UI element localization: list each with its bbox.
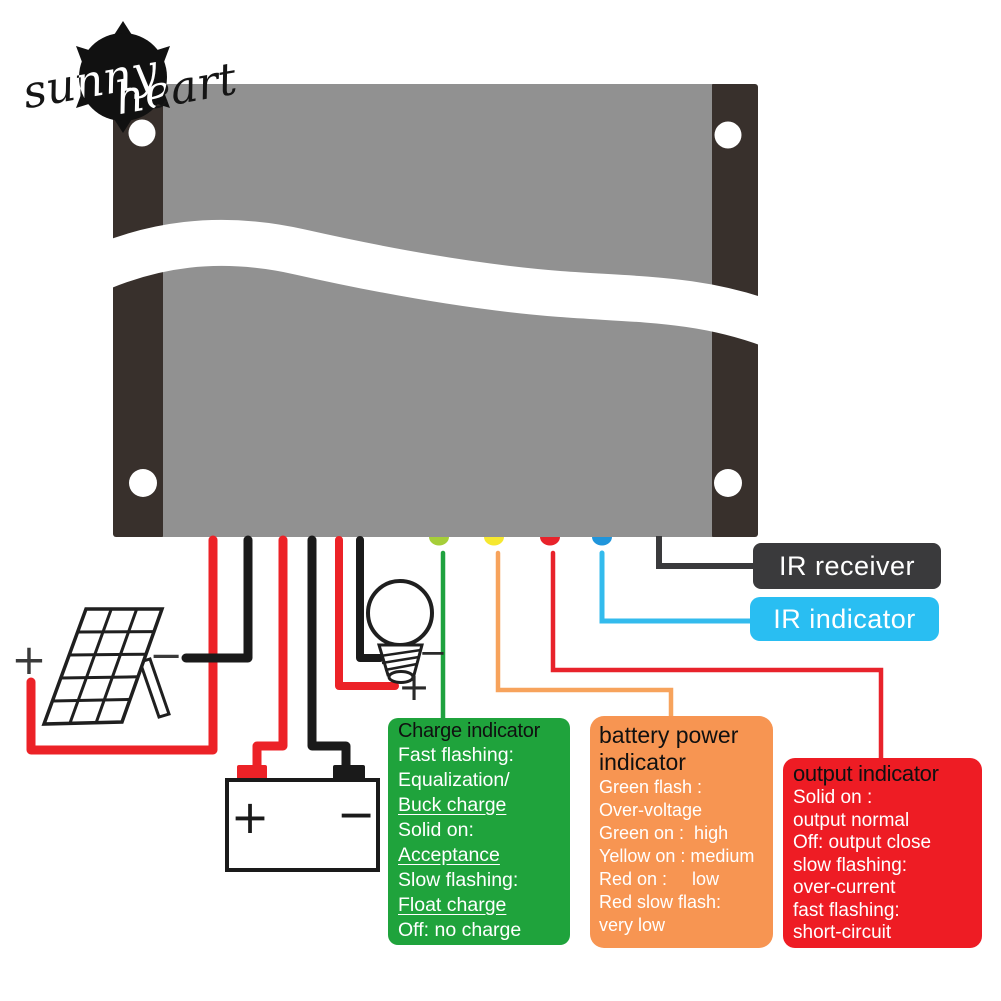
bulb-screw-ridges [379, 648, 422, 672]
wire-battery-negative [307, 535, 351, 773]
led-green [429, 537, 449, 546]
controller-device [59, 84, 795, 537]
output-line: over-current [793, 877, 896, 898]
solar-plus-sign: + [11, 635, 46, 684]
ir-receiver-label: IR receiver [778, 550, 916, 581]
wiring [26, 535, 399, 773]
output-line: Solid on : [793, 787, 873, 808]
battery-power-line: Over-voltage [599, 800, 703, 820]
battery-power-line: Red slow flash: [599, 892, 722, 912]
device-wave-stripe [59, 219, 795, 348]
ir-indicator-label: IR indicator [773, 603, 916, 634]
battery-power-title: battery power indicator [599, 722, 739, 775]
charge-line: Equalization/ [398, 769, 510, 791]
battery-power-line: Green on : high [599, 823, 729, 843]
led-row [429, 537, 612, 546]
charge-indicator-box: Charge indicator Fast flashing: Equaliza… [388, 718, 570, 945]
mounting-hole-bottom-left [129, 469, 157, 497]
mounting-hole-bottom-right [714, 469, 742, 497]
output-indicator-title: output indicator [793, 761, 939, 786]
controller-left-flange [113, 84, 165, 537]
line-output-indicator [550, 550, 884, 763]
mounting-hole-top-left [128, 119, 156, 147]
solar-panel-stand [138, 657, 171, 719]
bulb-plus-sign: + [398, 665, 430, 709]
charge-indicator-title: Charge indicator [398, 720, 540, 742]
mounting-hole-top-right [714, 121, 742, 149]
battery-power-line: Green flash : [599, 777, 703, 797]
solar-panel-grid [52, 608, 155, 724]
led-blue [592, 537, 612, 546]
battery-plus-sign: + [231, 790, 270, 844]
battery-power-line: Yellow on : medium [599, 846, 755, 866]
charge-line: Slow flashing: [398, 869, 519, 891]
line-battery-indicator [495, 550, 674, 721]
output-line: fast flashing: [793, 899, 900, 921]
logo-circle [79, 33, 167, 121]
output-indicator-box: output indicator Solid on : output norma… [783, 758, 982, 948]
solar-minus-sign: − [149, 633, 183, 679]
battery-terminal-positive [237, 765, 267, 781]
charge-line: Float charge [398, 894, 507, 916]
bulb-icon [366, 579, 434, 684]
sun-rays-icon [76, 21, 170, 133]
battery-power-line: Red on : low [599, 869, 720, 889]
led-red [540, 537, 560, 546]
wire-load-negative [356, 536, 384, 662]
bulb-tip [387, 670, 415, 684]
charge-line: Solid on: [398, 819, 474, 841]
battery-minus-sign: − [337, 787, 376, 841]
wire-solar-positive [26, 535, 218, 755]
charge-line: Buck charge [398, 794, 507, 816]
ir-indicator-badge: IR indicator [750, 597, 939, 641]
ir-receiver-badge: IR receiver [753, 543, 941, 589]
wire-load-positive [335, 536, 399, 690]
solar-panel-icon [41, 607, 171, 726]
battery-power-indicator-box: battery power indicator Green flash : Ov… [590, 716, 773, 948]
output-line: slow flashing: [793, 854, 908, 876]
output-line: output normal [793, 809, 910, 831]
battery-icon [225, 765, 380, 872]
output-line: short-circuit [793, 922, 892, 943]
line-ir-receiver [656, 536, 758, 569]
line-ir-indicator [599, 550, 755, 624]
charge-line: Off: no charge [398, 919, 522, 941]
led-yellow [484, 537, 504, 546]
battery-power-line: very low [599, 915, 666, 935]
wire-solar-negative [181, 535, 253, 663]
battery-body [225, 778, 380, 872]
callout-lines [440, 536, 884, 763]
charge-line: Fast flashing: [398, 744, 514, 766]
bulb-minus-sign: − [419, 633, 448, 673]
polarity-symbols: + − + − − + [11, 633, 447, 844]
wire-battery-positive [252, 535, 288, 773]
battery-terminal-negative [333, 765, 365, 781]
output-line: Off: output close [793, 832, 932, 853]
charge-line: Acceptance [398, 844, 500, 866]
